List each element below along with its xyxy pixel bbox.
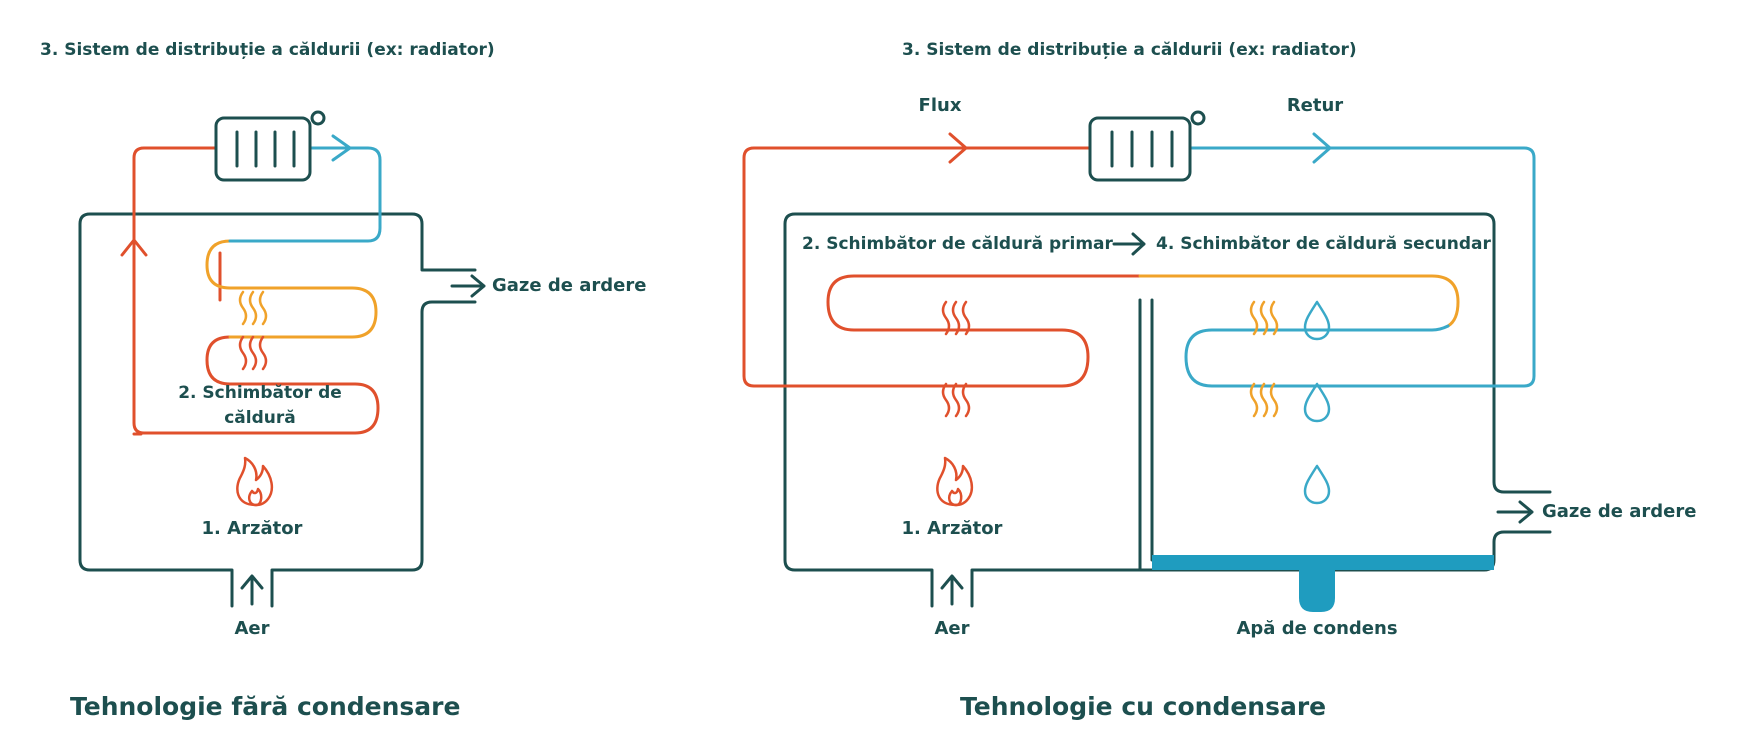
left-heat-waves-lower — [238, 335, 268, 371]
right-diagram — [742, 110, 1552, 612]
left-exchanger-label-line1: 2. Schimbător de — [178, 383, 342, 403]
left-flow-pipe — [132, 251, 222, 436]
right-water-drop-icon-3 — [1303, 464, 1331, 505]
right-secondary-coil-orange — [1138, 274, 1460, 328]
right-flow-arrow — [948, 132, 968, 164]
left-title: Tehnologie fără condensare — [70, 692, 461, 721]
right-between-labels-arrow-icon — [1112, 232, 1146, 256]
left-coil-middle — [205, 239, 378, 339]
left-up-arrow — [120, 238, 148, 257]
left-return-arrow — [331, 134, 352, 162]
right-secondary-coil-blue — [1184, 146, 1536, 388]
left-air-label: Aer — [234, 618, 270, 639]
right-water-drop-icon-1 — [1303, 300, 1331, 341]
left-distribution-label: 3. Sistem de distribuție a căldurii (ex:… — [40, 40, 495, 60]
right-heat-waves-secondary-upper — [1249, 300, 1279, 336]
right-primary-exchanger-label: 2. Schimbător de căldură primar — [802, 234, 1113, 254]
right-flame-icon — [936, 456, 974, 507]
right-heat-waves-primary-upper — [941, 300, 971, 336]
right-condensate-label: Apă de condens — [1236, 618, 1398, 639]
left-radiator-icon — [214, 110, 326, 182]
right-return-arrow — [1312, 132, 1332, 164]
left-flue-label: Gaze de ardere — [492, 275, 647, 296]
right-air-arrow-icon — [940, 574, 964, 606]
left-boiler-casing — [78, 212, 477, 608]
right-burner-label: 1. Arzător — [901, 518, 1003, 539]
left-burner-label: 1. Arzător — [201, 518, 303, 539]
right-title: Tehnologie cu condensare — [960, 692, 1327, 721]
left-coil-lower — [205, 335, 232, 386]
left-return-pipe — [228, 146, 382, 243]
left-flue-arrow-icon — [450, 274, 486, 298]
right-heat-waves-secondary-lower — [1249, 382, 1279, 418]
left-exchanger-label-line2: căldură — [224, 408, 296, 428]
right-radiator-icon — [1088, 110, 1206, 182]
right-flue-arrow-icon — [1496, 500, 1534, 524]
left-red-riser — [132, 146, 380, 435]
right-condensate-tray — [1152, 555, 1494, 612]
right-flow-label: Flux — [918, 95, 962, 116]
left-heat-waves-upper — [238, 290, 268, 326]
right-flue-label: Gaze de ardere — [1542, 501, 1697, 522]
left-diagram — [78, 110, 486, 608]
right-boiler-casing — [783, 212, 1552, 608]
right-heat-waves-primary-lower — [941, 382, 971, 418]
right-water-drop-icon-2 — [1303, 382, 1331, 423]
left-flame-icon — [236, 456, 274, 507]
right-distribution-label: 3. Sistem de distribuție a căldurii (ex:… — [902, 40, 1357, 60]
right-air-label: Aer — [934, 618, 970, 639]
right-primary-coil — [742, 146, 1142, 388]
right-return-label: Retur — [1286, 95, 1344, 116]
left-air-arrow-icon — [240, 574, 264, 606]
right-secondary-exchanger-label: 4. Schimbător de căldură secundar — [1156, 234, 1491, 254]
